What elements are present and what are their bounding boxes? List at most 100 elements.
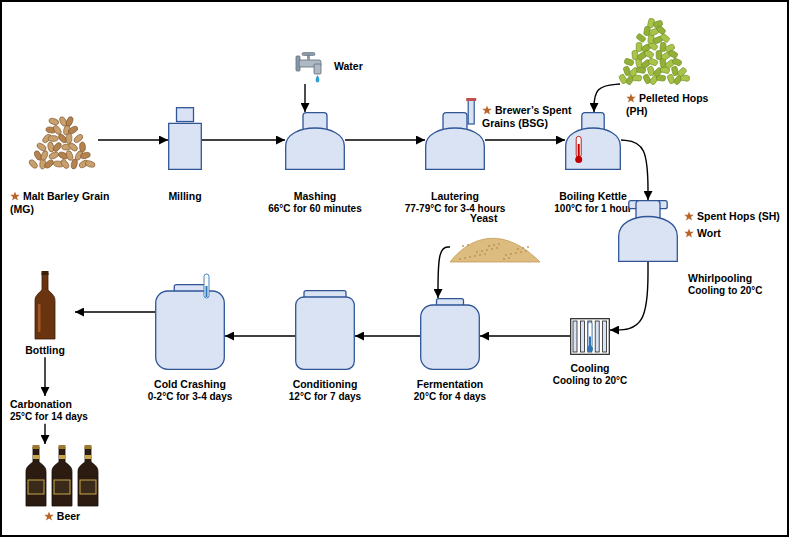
step-icon	[616, 12, 692, 84]
vessel-body	[156, 291, 225, 369]
yeast-pile	[450, 238, 540, 262]
label-group: Yeast	[470, 212, 530, 225]
label-text: Bottling	[25, 344, 65, 356]
crash-icon	[156, 274, 225, 369]
bottle	[35, 273, 55, 339]
step-label: Carbonation	[10, 398, 120, 411]
label-group: Cold Crashing0-2°C for 3-4 days	[135, 378, 245, 404]
label-text: Cooling to 20°C	[553, 375, 628, 386]
label-text: 25°C for 14 days	[10, 411, 88, 422]
label-group: Carbonation25°C for 14 days	[10, 396, 120, 424]
label-text: 20°C for 4 days	[414, 391, 486, 402]
bottle-cap	[85, 445, 92, 449]
grain	[48, 136, 58, 142]
yeast-grain	[464, 257, 466, 259]
step-label: Wort	[684, 227, 786, 240]
exchanger-plate	[573, 321, 577, 352]
bottle-neck-label	[33, 455, 39, 459]
yeast-grain	[484, 253, 486, 255]
label-text: Beer	[57, 510, 80, 522]
label-text: 100°C for 1 hour	[554, 203, 631, 214]
grain	[52, 124, 62, 136]
yeast-grain	[479, 254, 481, 256]
flow-arrow	[44, 357, 45, 396]
output-label: Wort	[684, 227, 786, 240]
thermometer-bulb	[575, 156, 582, 163]
flow-arrow	[355, 335, 420, 336]
label-group: Beer	[22, 444, 102, 523]
hop-pellet	[647, 66, 655, 76]
bottle-label	[54, 480, 70, 494]
label-text: 66°C for 60 minutes	[268, 203, 361, 214]
label-group: Pelleted Hops (PH)	[626, 92, 722, 118]
yeast-grain	[522, 247, 524, 249]
process-step: WhirlpoolingCooling to 20°C	[618, 200, 678, 262]
grain	[48, 117, 59, 125]
star-marker	[684, 211, 694, 221]
vessel-body	[566, 128, 621, 169]
cooler-icon	[571, 319, 610, 355]
step-condition: 12°C for 7 days	[270, 391, 380, 404]
product: Beer	[22, 444, 102, 523]
label-group: Malt Barley Grain (MG)	[10, 190, 134, 216]
flow-arrow	[75, 311, 155, 312]
cond-icon	[296, 291, 355, 370]
mill-hopper	[177, 108, 194, 122]
process-step: CoolingCooling to 20°C	[570, 318, 610, 355]
hop-pellet	[636, 42, 642, 51]
hop-pellet	[677, 67, 687, 77]
label-text: Pelleted Hops (PH)	[626, 92, 708, 117]
tap-handle	[302, 53, 315, 56]
bottle-label	[28, 480, 44, 494]
vessel-body	[426, 128, 485, 169]
yeast-grain	[469, 256, 471, 258]
star-marker	[684, 228, 694, 238]
yeast-grain	[462, 245, 464, 247]
step-condition: Cooling to 20°C	[688, 285, 786, 298]
star-shape	[482, 105, 492, 114]
step-label: Cold Crashing	[135, 378, 245, 391]
yeast-grain	[505, 254, 507, 256]
output-label: Brewer’s Spent Grains (BSG)	[482, 104, 578, 130]
label-text: Cooling	[570, 362, 609, 374]
label-text: Boiling Kettle	[559, 190, 627, 202]
step-condition: 77-79°C for 3-4 hours	[390, 203, 520, 216]
star-shape	[626, 93, 636, 102]
grain	[79, 142, 85, 152]
star-marker	[626, 93, 636, 103]
vessel-body	[619, 217, 678, 262]
input-material: Yeast	[450, 232, 540, 262]
process-step: Fermentation20°C for 4 days	[420, 298, 480, 370]
bottle-cap	[42, 271, 49, 275]
yeast-grain	[459, 258, 461, 260]
flow-arrow	[98, 139, 168, 140]
grain	[65, 150, 74, 161]
step-icon	[450, 232, 540, 262]
bottle-cap	[33, 445, 40, 449]
step-icon	[285, 112, 345, 170]
yeast-grain	[520, 251, 522, 253]
exchanger-plate	[580, 321, 584, 352]
step-label: Yeast	[470, 212, 530, 225]
step-icon	[570, 318, 610, 355]
yeast-grain	[515, 252, 517, 254]
yeast-grain	[498, 243, 500, 245]
label-text: Yeast	[470, 212, 497, 224]
grain	[43, 159, 54, 170]
step-icon	[168, 107, 202, 170]
input-material: Pelleted Hops (PH)	[616, 12, 692, 84]
yeast-grain	[488, 245, 490, 247]
vessel-body	[296, 297, 355, 369]
grain	[52, 141, 63, 152]
tap-stem	[307, 55, 310, 61]
grain	[36, 142, 48, 152]
yeast-grain	[517, 248, 519, 250]
step-icon	[565, 112, 621, 170]
yeast-grain	[474, 255, 476, 257]
star-shape	[684, 228, 694, 237]
label-text: Wort	[697, 227, 721, 239]
process-step: Milling	[168, 107, 202, 170]
yeast-grain	[491, 248, 493, 250]
